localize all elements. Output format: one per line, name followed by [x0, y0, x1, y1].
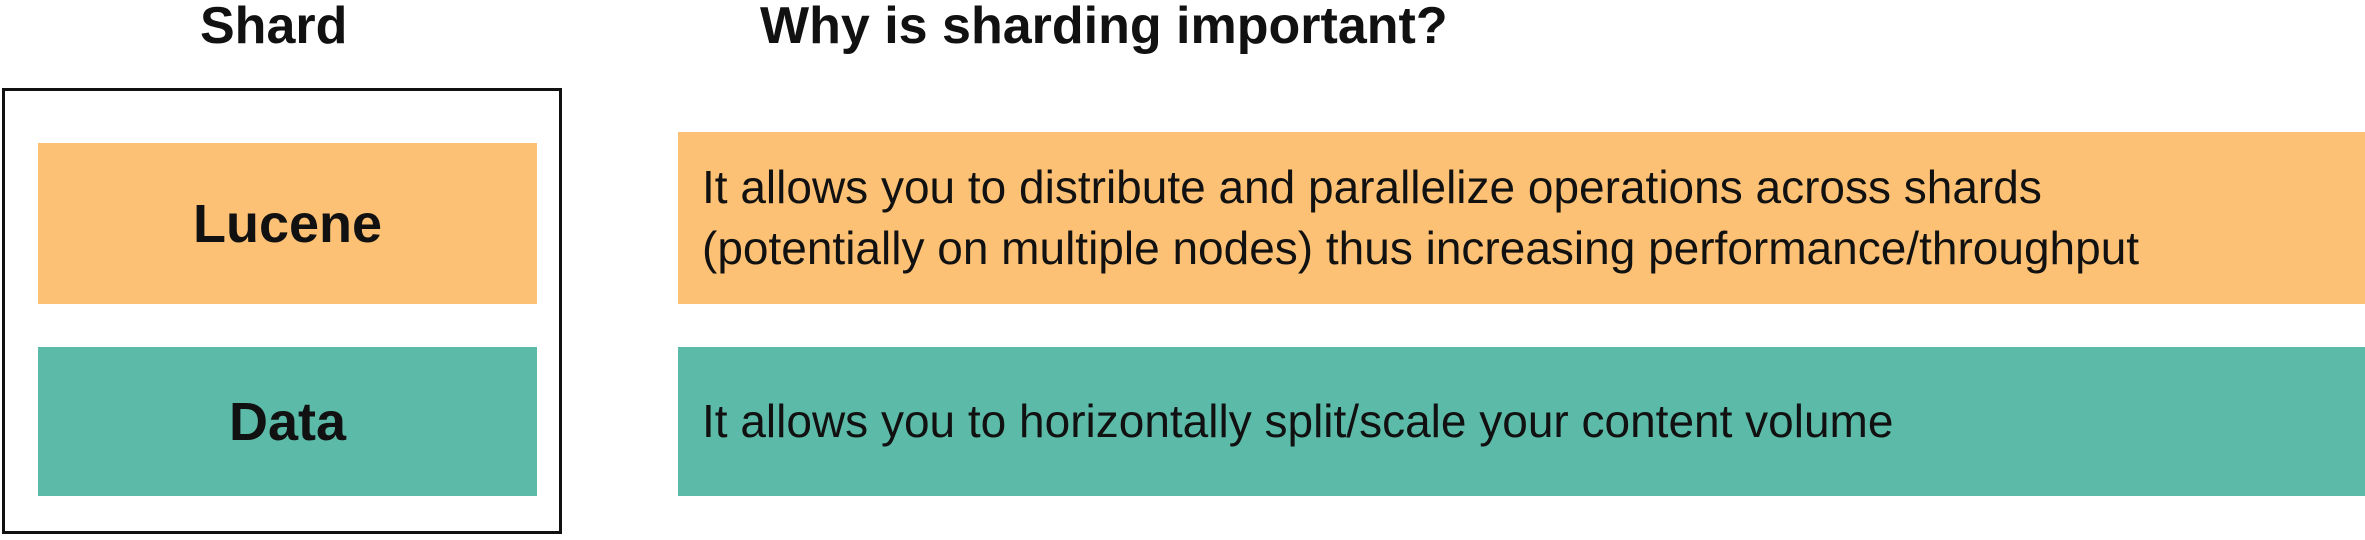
reason-performance-line-2: (potentially on multiple nodes) thus inc… — [702, 222, 2140, 274]
lucene-label: Lucene — [192, 193, 383, 254]
reason-volume-box: It allows you to horizontally split/scal… — [678, 347, 2365, 496]
reason-performance-box: It allows you to distribute and parallel… — [678, 132, 2365, 304]
why-sharding-heading: Why is sharding important? — [760, 0, 1448, 55]
shard-frame — [2, 88, 562, 534]
data-label: Data — [228, 391, 347, 452]
data-box: Data — [38, 347, 537, 496]
lucene-box: Lucene — [38, 143, 537, 304]
reason-volume-text: It allows you to horizontally split/scal… — [702, 395, 1894, 447]
reason-performance-line-1: It allows you to distribute and parallel… — [702, 161, 2042, 213]
shard-heading: Shard — [200, 0, 348, 55]
reason-performance-text: It allows you to distribute and parallel… — [702, 157, 2139, 279]
